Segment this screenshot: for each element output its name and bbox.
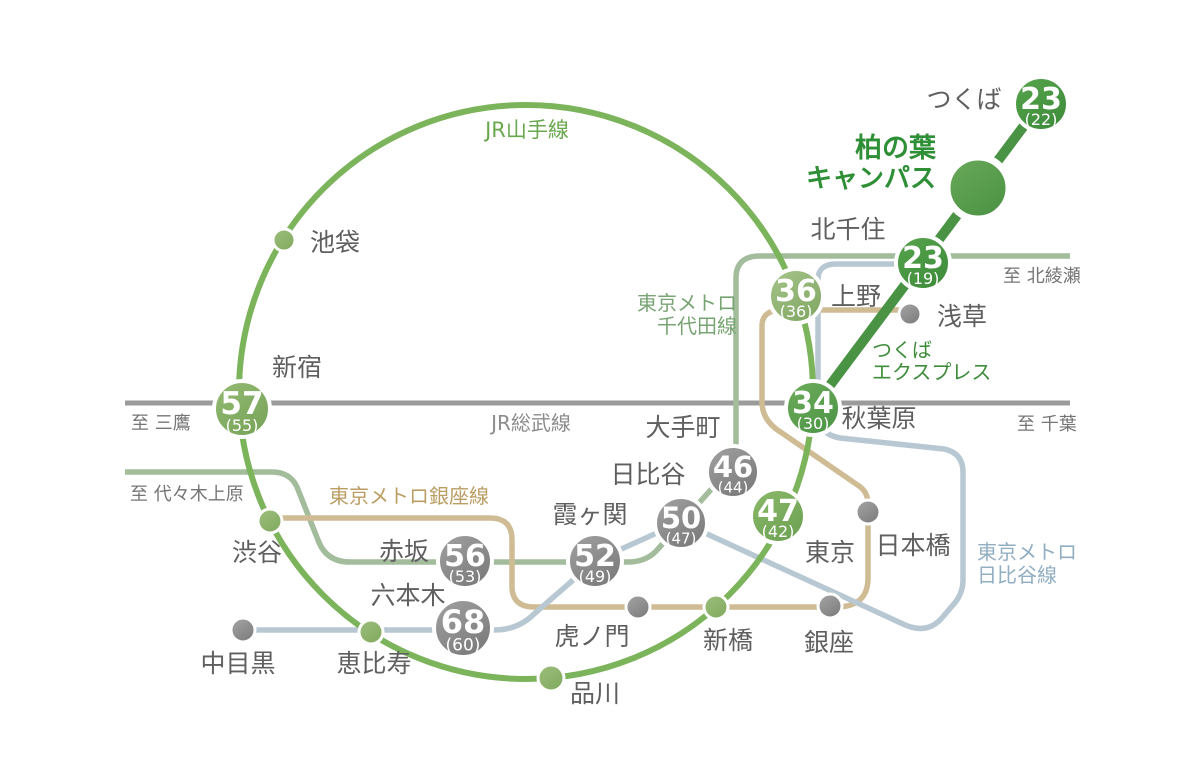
- chiyoda-label-1: 東京メトロ: [637, 291, 737, 315]
- time-badge-ueno: 36(36): [767, 267, 825, 325]
- badge-minutes-akasaka: 56: [444, 539, 486, 574]
- time-badge-shinjuku: 57(55): [212, 379, 272, 439]
- badge-minutes-tokyo: 47: [757, 494, 799, 529]
- station-dot-ebisu: [357, 618, 385, 646]
- station-label-ginza: 銀座: [804, 628, 854, 657]
- time-badge-roppongi: 68(60): [432, 597, 494, 659]
- station-dot-nakameguro: [229, 616, 257, 644]
- station-label-roppongi: 六本木: [370, 581, 445, 610]
- station-dot-shinagawa: [536, 663, 566, 693]
- station-label-tsukuba: つくば: [926, 85, 1001, 114]
- time-badge-circle-shinjuku: [212, 379, 272, 439]
- time-badge-akasaka: 56(53): [436, 532, 494, 590]
- station-label-kasumigaseki: 霞ヶ関: [552, 500, 627, 529]
- time-badge-circle-tokyo: [749, 487, 807, 545]
- badge-minutes-otemachi: 46: [713, 450, 753, 484]
- badge-minutes-sub-shinjuku: (55): [226, 416, 259, 435]
- station-label-ikebukuro: 池袋: [310, 228, 360, 257]
- hibiya-label-2: 日比谷線: [977, 563, 1057, 587]
- line-hibiya-line: [243, 261, 966, 633]
- hub-kashiwanoha-campus: [943, 153, 1013, 223]
- station-label-hibiya: 日比谷: [610, 460, 685, 489]
- badge-minutes-akihabara: 34: [792, 386, 834, 421]
- station-label-shibuya: 渋谷: [232, 538, 282, 567]
- time-badge-circle-ueno: [767, 267, 825, 325]
- station-label-akasaka: 赤坂: [379, 537, 429, 566]
- terminal-label-to-mitaka: 至 三鷹: [131, 412, 191, 434]
- time-badge-circle-otemachi: [705, 444, 761, 500]
- station-label-nakameguro: 中目黒: [200, 649, 275, 678]
- badge-minutes-sub-roppongi: (60): [446, 636, 481, 656]
- terminal-label-to-chiba: 至 千葉: [1017, 414, 1077, 435]
- station-label-asakusa: 浅草: [937, 302, 987, 331]
- badge-minutes-shinjuku: 57: [220, 386, 263, 422]
- station-label-shinjuku: 新宿: [272, 353, 322, 382]
- badge-minutes-sub-tsukuba: (22): [1025, 110, 1058, 129]
- terminal-label-to-yoyogi-uehara: 至 代々木上原: [130, 484, 244, 505]
- time-badge-kita-senju: 23(19): [894, 234, 952, 292]
- station-label-shinagawa: 品川: [570, 679, 620, 708]
- badge-minutes-sub-akihabara: (30): [797, 414, 830, 433]
- time-badge-kasumigaseki: 52(49): [566, 532, 624, 590]
- tx-label-1: つくば: [872, 338, 932, 362]
- time-badge-circle-akihabara: [784, 379, 842, 437]
- station-label-akihabara: 秋葉原: [841, 404, 916, 433]
- line-ginza-line: [282, 307, 906, 610]
- time-badge-hibiya: 50(47): [653, 495, 709, 551]
- station-label-kita-senju: 北千住: [810, 215, 885, 244]
- station-label-ebisu: 恵比寿: [336, 649, 411, 678]
- badge-minutes-roppongi: 68: [441, 603, 486, 641]
- ginza-label: 東京メトロ銀座線: [329, 484, 489, 508]
- badge-minutes-sub-ueno: (36): [780, 302, 813, 321]
- station-label-tokyo: 東京: [805, 538, 855, 567]
- badge-minutes-kita-senju: 23: [902, 241, 944, 276]
- station-label-toranomon: 虎ノ門: [554, 622, 629, 651]
- time-badge-circle-akasaka: [436, 532, 494, 590]
- time-badge-circle-roppongi: [432, 597, 494, 659]
- time-badge-circle-tsukuba: [1012, 75, 1070, 133]
- badge-minutes-sub-akasaka: (53): [449, 567, 482, 586]
- station-dot-toranomon: [624, 593, 652, 621]
- badge-minutes-sub-tokyo: (42): [762, 522, 795, 541]
- station-dot-nihombashi: [854, 498, 882, 526]
- station-label-nihombashi: 日本橋: [875, 531, 950, 560]
- badge-minutes-ueno: 36: [775, 274, 817, 309]
- badge-minutes-tsukuba: 23: [1020, 82, 1062, 117]
- station-dot-shimbashi: [702, 593, 730, 621]
- station-dot-ginza: [816, 592, 844, 620]
- hibiya-label-1: 東京メトロ: [977, 540, 1077, 564]
- time-badge-otemachi: 46(44): [705, 444, 761, 500]
- time-badge-circle-hibiya: [653, 495, 709, 551]
- terminal-label-to-kita-ayase: 至 北綾瀬: [1003, 266, 1081, 287]
- time-badge-akihabara: 34(30): [784, 379, 842, 437]
- badge-minutes-sub-otemachi: (44): [718, 478, 749, 496]
- time-badge-circle-kasumigaseki: [566, 532, 624, 590]
- badge-minutes-sub-hibiya: (47): [666, 529, 697, 547]
- badge-minutes-sub-kita-senju: (19): [907, 269, 940, 288]
- yamanote-label: JR山手線: [483, 118, 569, 142]
- line-chiyoda-line: [125, 253, 1070, 565]
- badge-minutes-kasumigaseki: 52: [574, 539, 616, 574]
- chiyoda-label-2: 千代田線: [657, 314, 737, 338]
- time-badge-circle-kita-senju: [894, 234, 952, 292]
- station-label-shimbashi: 新橋: [703, 626, 753, 655]
- station-label-ueno: 上野: [831, 282, 881, 311]
- station-dot-shibuya: [256, 507, 284, 535]
- badge-minutes-sub-kasumigaseki: (49): [579, 567, 612, 586]
- station-dot-ikebukuro: [271, 227, 297, 253]
- time-badge-tsukuba: 23(22): [1012, 75, 1070, 133]
- station-dot-asakusa: [897, 301, 923, 327]
- kashiwanoha-label-2: キャンパス: [806, 164, 936, 194]
- tx-label-2: エクスプレス: [872, 360, 991, 384]
- sobu-label: JR総武線: [489, 411, 571, 435]
- station-label-otemachi: 大手町: [645, 413, 720, 442]
- badge-minutes-hibiya: 50: [661, 501, 701, 535]
- time-badge-tokyo: 47(42): [749, 487, 807, 545]
- kashiwanoha-label-1: 柏の葉: [855, 133, 937, 164]
